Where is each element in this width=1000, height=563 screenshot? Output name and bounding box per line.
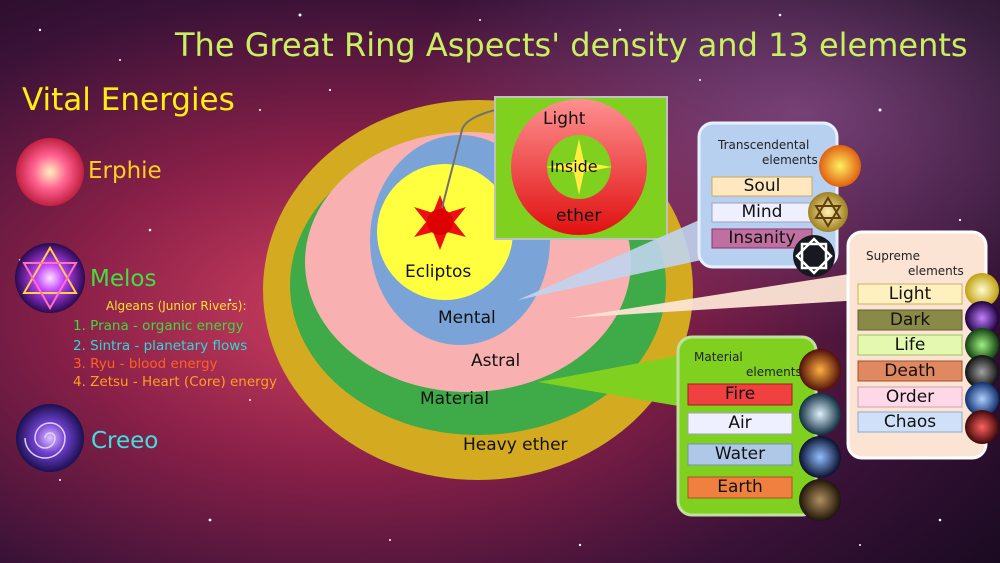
- insanity-label: Insanity: [728, 228, 796, 248]
- melos-orb: [15, 243, 85, 313]
- heavy-ether-label: Heavy ether: [463, 435, 568, 455]
- compass-star-icon: [546, 139, 612, 195]
- order-bar: [857, 386, 963, 408]
- inset-inside-label: Inside: [550, 157, 598, 176]
- material-pointer: [538, 355, 690, 408]
- death-icon: [965, 355, 999, 389]
- death-bar: [857, 360, 963, 382]
- life-icon: [965, 328, 999, 362]
- supreme-chaos-label: Chaos: [883, 412, 937, 432]
- air-bar: [687, 412, 793, 435]
- vital-energies-heading: Vital Energies: [22, 82, 235, 118]
- earth-icon: [799, 479, 841, 521]
- air-icon: [799, 393, 841, 435]
- light-icon: [965, 273, 999, 307]
- astral-label: Astral: [471, 351, 521, 371]
- inset-ether-label: ether: [556, 206, 602, 226]
- transcendental-subtitle: elements: [762, 153, 818, 167]
- transcendental-pointer: [518, 210, 738, 300]
- supreme-order-label: Order: [885, 387, 935, 407]
- material-elements-title: Material: [694, 350, 743, 364]
- dark-bar: [857, 309, 963, 331]
- supreme-pointer: [568, 272, 862, 318]
- earth-label: Earth: [717, 477, 763, 497]
- creeo-orb: [16, 404, 84, 472]
- soul-bar: [711, 176, 813, 197]
- supreme-light-label: Light: [888, 284, 932, 304]
- soul-sun-icon: [819, 145, 861, 187]
- transcendental-title: Transcendental: [718, 138, 810, 152]
- water-bar: [687, 443, 793, 466]
- erphie-label: Erphie: [88, 158, 162, 184]
- supreme-life-label: Life: [894, 335, 926, 355]
- supreme-dark-label: Dark: [889, 310, 931, 330]
- mind-label: Mind: [741, 202, 783, 222]
- erphie-orb: [16, 138, 84, 206]
- mind-star-icon: [808, 192, 848, 232]
- page-title: The Great Ring Aspects' density and 13 e…: [175, 26, 968, 64]
- chaos-bar: [857, 411, 963, 433]
- algeans-heading: Algeans (Junior Rivers):: [106, 299, 247, 313]
- inset-light-label: Light: [543, 109, 586, 129]
- fire-bar: [687, 383, 793, 406]
- ecliptos-label: Ecliptos: [405, 262, 472, 282]
- inset-connector: [441, 109, 496, 209]
- river-item: 4. Zetsu - Heart (Core) energy: [73, 374, 278, 390]
- material-elements-subtitle: elements: [746, 365, 802, 379]
- river-item: 1. Prana - organic energy: [73, 318, 244, 334]
- chaos-icon: [965, 410, 999, 444]
- supreme-title: Supreme: [866, 249, 920, 263]
- river-item: 2. Sintra - planetary flows: [73, 338, 248, 354]
- water-label: Water: [714, 444, 766, 464]
- creeo-label: Creeo: [91, 428, 159, 454]
- light-bar: [857, 283, 963, 305]
- life-bar: [857, 334, 963, 356]
- dark-icon: [965, 301, 999, 335]
- air-label: Air: [728, 413, 752, 433]
- supreme-subtitle: elements: [908, 264, 964, 278]
- order-icon: [965, 382, 999, 416]
- soul-label: Soul: [743, 176, 781, 196]
- melos-label: Melos: [90, 266, 157, 292]
- fire-icon: [799, 349, 841, 391]
- material-label: Material: [420, 389, 490, 409]
- insanity-knot-icon: [793, 235, 835, 277]
- river-item: 3. Ryu - blood energy: [73, 356, 218, 372]
- supreme-death-label: Death: [884, 361, 936, 381]
- water-icon: [799, 436, 841, 478]
- mental-label: Mental: [438, 308, 496, 328]
- star-burst-icon: [414, 195, 466, 250]
- fire-label: Fire: [724, 384, 756, 404]
- earth-bar: [687, 476, 793, 499]
